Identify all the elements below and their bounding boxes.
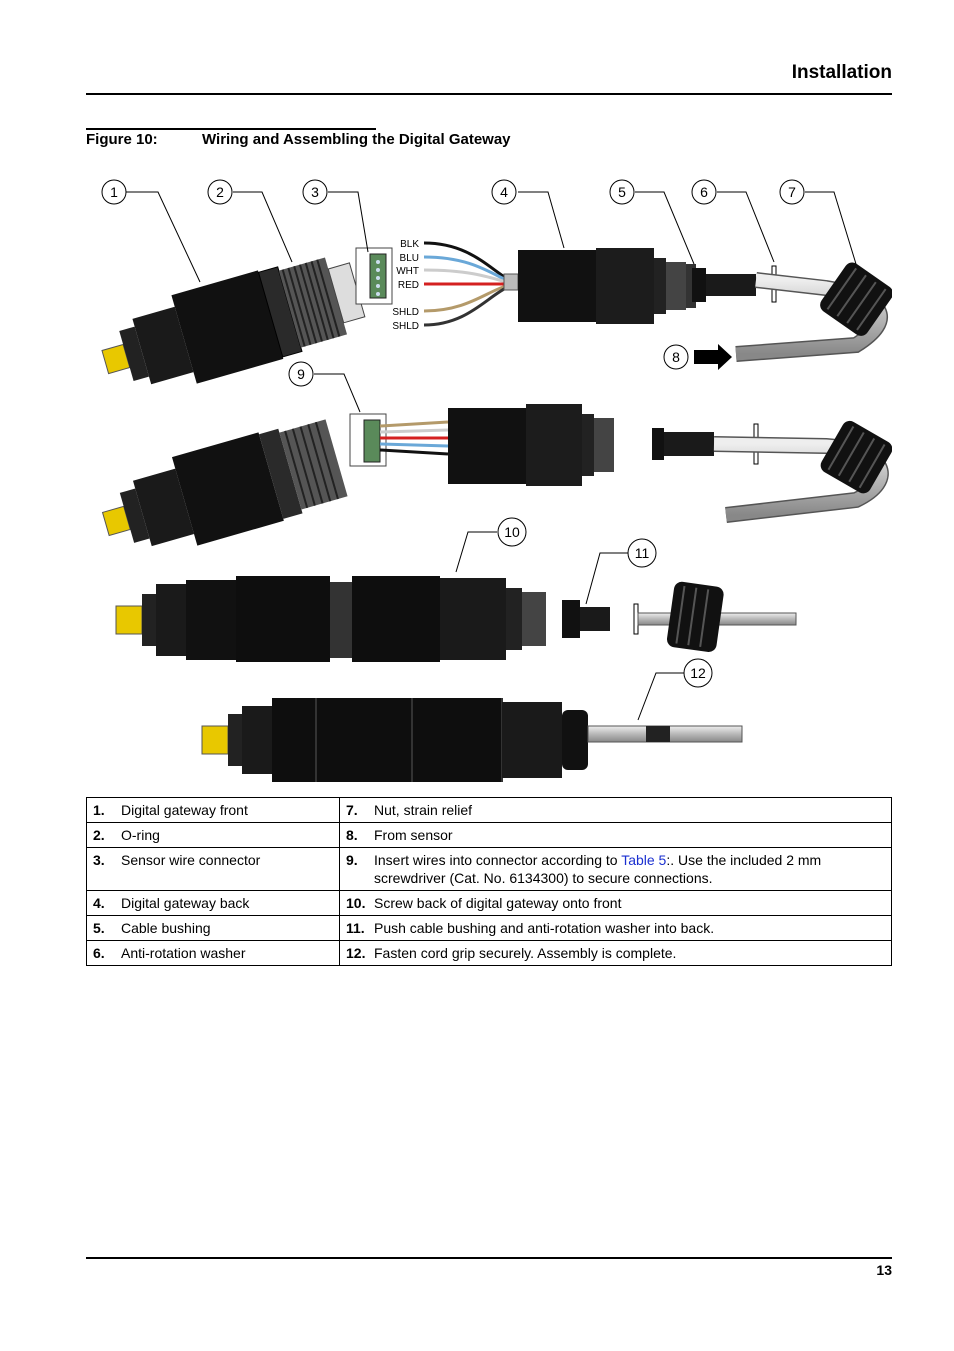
legend-row: 1.Digital gateway front 7.Nut, strain re… [86,797,892,823]
callout-5: 5 [609,179,635,205]
callout-2: 2 [207,179,233,205]
wire-label-shld-2: SHLD [392,321,419,332]
row-3-assembling [115,576,797,662]
header-rule [86,93,892,95]
figure-caption: Figure 10: Wiring and Assembling the Digi… [86,131,511,148]
page-header-title: Installation [791,62,892,83]
wire-label-blk: BLK [400,239,419,250]
figure-title: Wiring and Assembling the Digital Gatewa… [202,131,511,148]
callout-11: 11 [627,538,657,568]
row-2-wired [101,404,892,547]
legend-row: 6.Anti-rotation washer 12.Fasten cord gr… [86,940,892,966]
sensor-wires [423,241,507,327]
footer-rule [86,1257,892,1259]
page-number: 13 [876,1262,892,1278]
callout-1: 1 [101,179,127,205]
legend-row: 5.Cable bushing 11.Push cable bushing an… [86,915,892,941]
digital-gateway-back [518,250,596,322]
callout-12: 12 [683,658,713,688]
row-4-assembled [201,698,743,782]
callout-10: 10 [497,517,527,547]
svg-text:4: 4 [500,184,508,200]
callout-8: 8 [663,344,689,370]
svg-text:2: 2 [216,184,224,200]
svg-text:7: 7 [788,184,796,200]
assembly-diagram: BLK BLU WHT RED SHLD SHLD [101,179,892,782]
figure-legend-table: 1.Digital gateway front 7.Nut, strain re… [86,797,892,966]
legend-row: 3.Sensor wire connector 9.Insert wires i… [86,847,892,891]
wire-label-shld-1: SHLD [392,307,419,318]
wire-label-wht: WHT [396,266,419,277]
svg-text:11: 11 [635,545,650,561]
svg-text:8: 8 [672,349,680,365]
callout-7: 7 [779,179,805,205]
svg-text:6: 6 [700,184,708,200]
strain-relief-nut [820,262,892,336]
callout-4: 4 [491,179,517,205]
callout-6: 6 [691,179,717,205]
callout-9: 9 [288,361,314,387]
row-1-exploded: BLK BLU WHT RED SHLD SHLD [101,239,892,385]
callout-leaders [126,191,857,721]
figure-number: Figure 10: [86,131,158,148]
wire-label-blu: BLU [400,253,419,264]
wire-label-red: RED [398,280,419,291]
callout-badges: 1 2 3 4 5 6 7 8 9 10 11 12 [101,179,805,688]
svg-text:1: 1 [110,184,118,200]
svg-text:10: 10 [504,524,520,540]
callout-3: 3 [302,179,328,205]
figure-rule [86,128,376,130]
svg-text:12: 12 [690,665,706,681]
cable-bushing [692,268,706,302]
svg-text:9: 9 [297,366,305,382]
svg-text:3: 3 [311,184,319,200]
table-5-link[interactable]: Table 5 [621,852,667,868]
legend-row: 4.Digital gateway back 10.Screw back of … [86,890,892,916]
sensor-wire-connector [355,247,393,305]
arrow-from-sensor [694,344,732,370]
legend-row: 2.O-ring 8.From sensor [86,822,892,848]
svg-text:5: 5 [618,184,626,200]
